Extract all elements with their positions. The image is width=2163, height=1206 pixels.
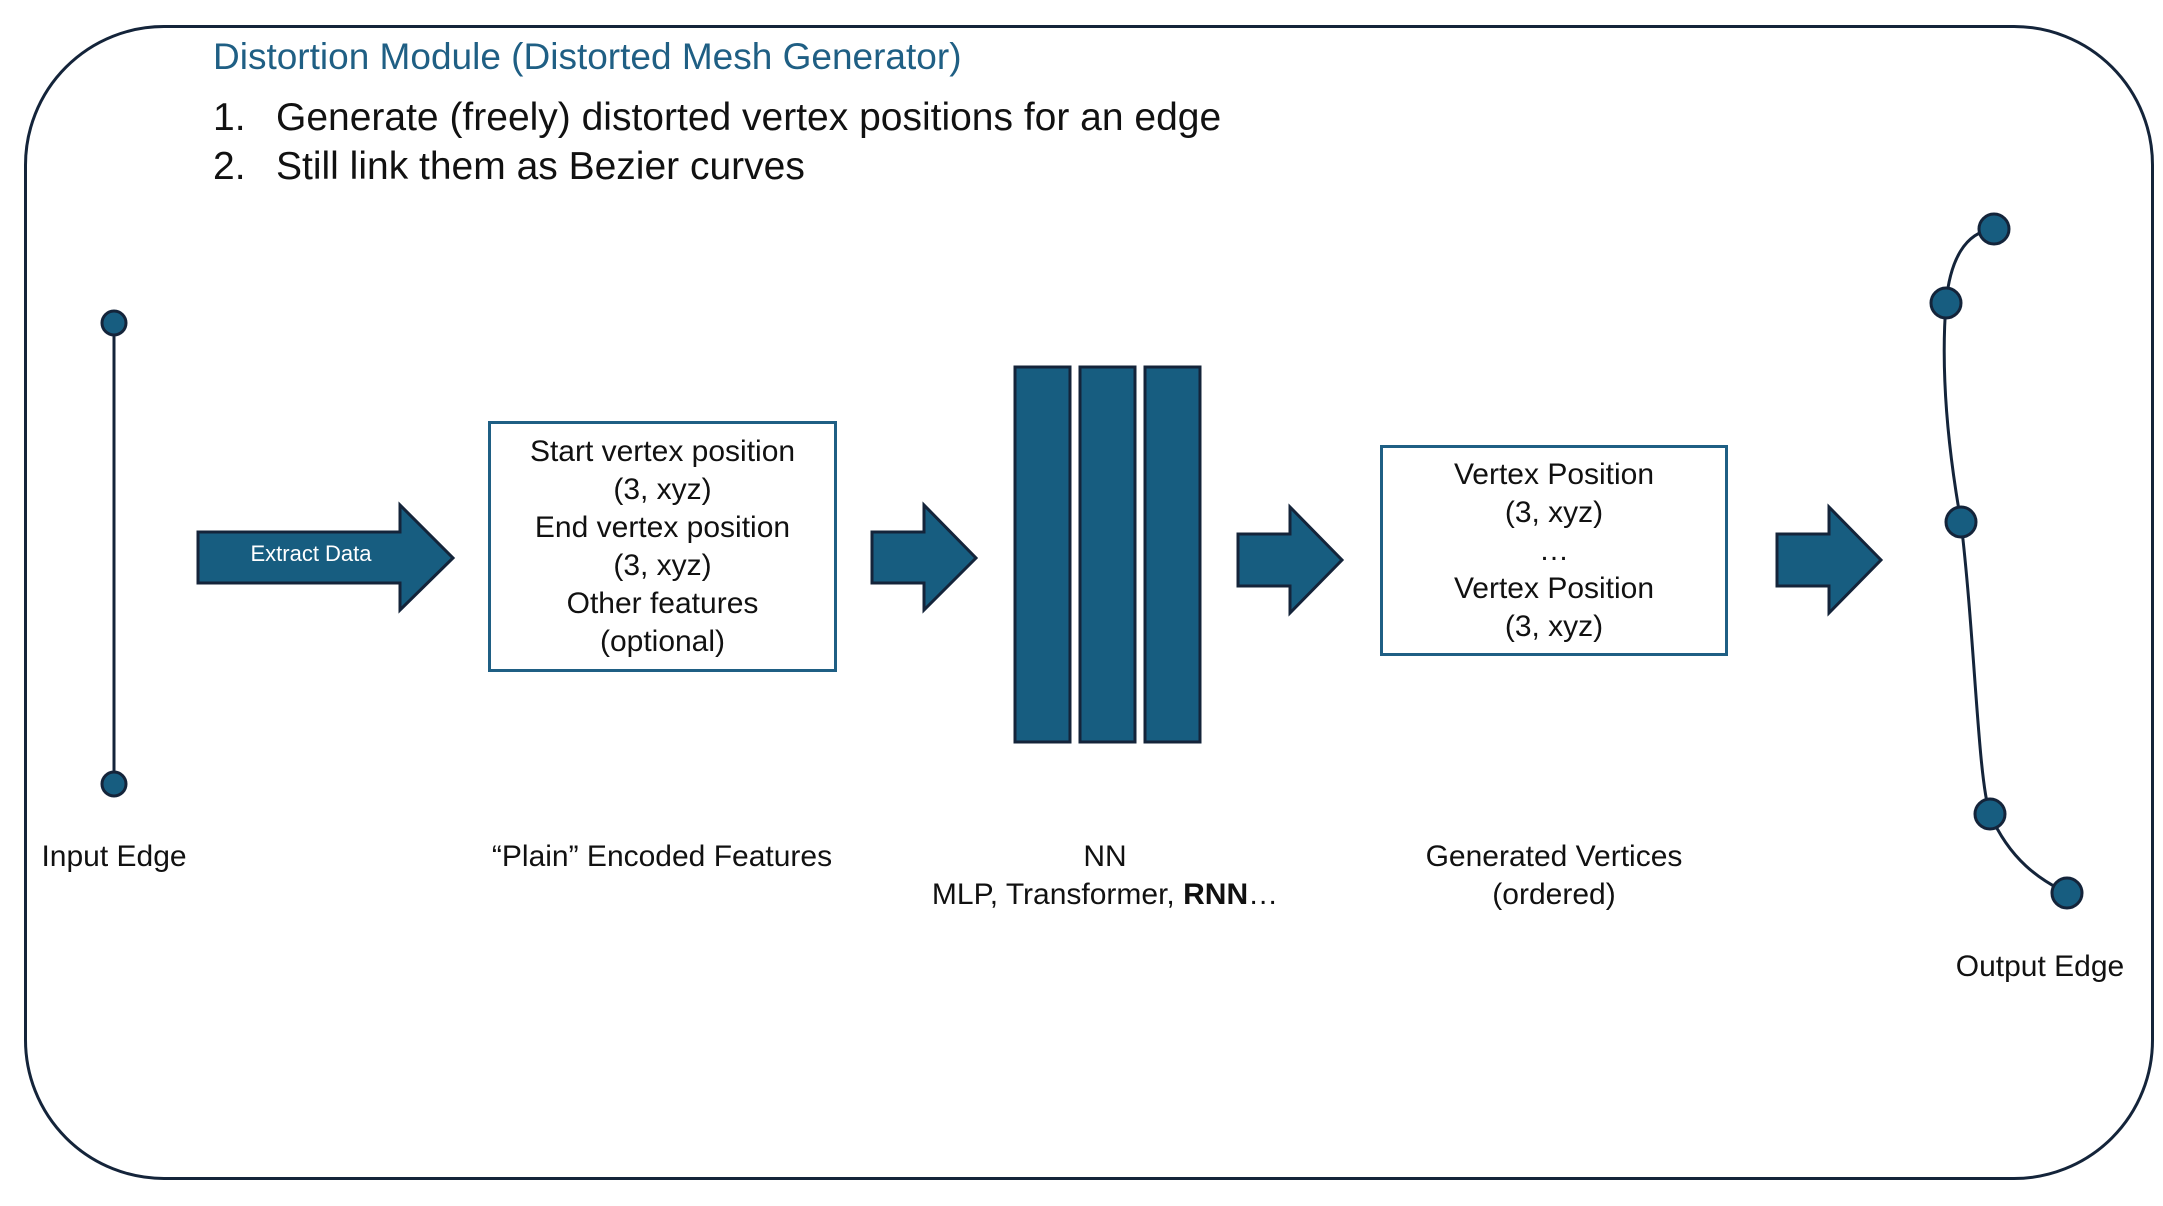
nn-caption-models: MLP, Transformer, — [931, 878, 1184, 911]
step-1-text: Generate (freely) distorted vertex posit… — [276, 96, 1222, 139]
vertices-line-1: Vertex Position — [1453, 457, 1655, 491]
features-line-1: Start vertex position — [529, 434, 796, 468]
output-edge — [1929, 212, 2084, 910]
features-box: Start vertex position (3, xyz) End verte… — [488, 421, 837, 672]
arrow-to-nn-icon — [870, 501, 979, 614]
nn-caption-line-2: MLP, Transformer, RNN… — [880, 876, 1330, 914]
nn-layer-3 — [1143, 365, 1202, 744]
nn-caption-rnn: RNN — [1183, 878, 1249, 911]
arrow-to-vertices-icon — [1236, 503, 1345, 617]
features-line-5: Other features — [566, 586, 759, 620]
nn-layers-icon — [1013, 365, 1202, 744]
module-frame — [24, 25, 2154, 1180]
features-line-2: (3, xyz) — [613, 472, 712, 506]
input-end-vertex-icon — [100, 770, 128, 798]
output-vertex-2-icon — [1929, 286, 1963, 320]
extract-data-arrow-icon — [196, 501, 456, 614]
arrow-to-output-icon — [1775, 503, 1884, 617]
output-vertex-3-icon — [1944, 505, 1978, 539]
step-2: 2. Still link them as Bezier curves — [213, 145, 805, 189]
output-edge-label: Output Edge — [1955, 950, 2125, 983]
features-line-4: (3, xyz) — [613, 548, 712, 582]
output-edge-curve — [1942, 227, 2068, 895]
nn-layer-2 — [1078, 365, 1137, 744]
features-line-3: End vertex position — [534, 510, 791, 544]
nn-caption-ellipsis: … — [1248, 878, 1279, 911]
step-1: 1. Generate (freely) distorted vertex pos… — [213, 96, 1221, 140]
vertices-caption: Generated Vertices (ordered) — [1354, 838, 1754, 914]
vertices-line-4: Vertex Position — [1453, 571, 1655, 605]
vertices-line-3: … — [1539, 533, 1569, 567]
input-start-vertex-icon — [100, 309, 128, 337]
input-edge — [100, 309, 128, 798]
input-edge-label: Input Edge — [41, 840, 187, 873]
vertices-caption-line-2: (ordered) — [1492, 878, 1616, 911]
nn-layer-1 — [1013, 365, 1072, 744]
vertices-line-2: (3, xyz) — [1504, 495, 1604, 529]
step-1-number: 1. — [213, 96, 246, 139]
vertices-caption-line-1: Generated Vertices — [1425, 840, 1683, 873]
module-title: Distortion Module (Distorted Mesh Genera… — [213, 36, 962, 77]
step-2-number: 2. — [213, 145, 246, 188]
features-caption: “Plain” Encoded Features — [491, 840, 833, 873]
vertices-line-5: (3, xyz) — [1504, 609, 1604, 643]
nn-caption: NN MLP, Transformer, RNN… — [880, 838, 1330, 914]
output-vertex-5-icon — [2050, 876, 2084, 910]
output-vertex-1-icon — [1977, 212, 2011, 246]
output-vertex-4-icon — [1973, 797, 2007, 831]
vertices-box: Vertex Position (3, xyz) … Vertex Positi… — [1380, 445, 1728, 656]
nn-caption-line-1: NN — [1083, 840, 1127, 873]
extract-data-label: Extract Data — [250, 541, 372, 566]
features-line-6: (optional) — [599, 624, 726, 658]
step-2-text: Still link them as Bezier curves — [276, 145, 805, 188]
